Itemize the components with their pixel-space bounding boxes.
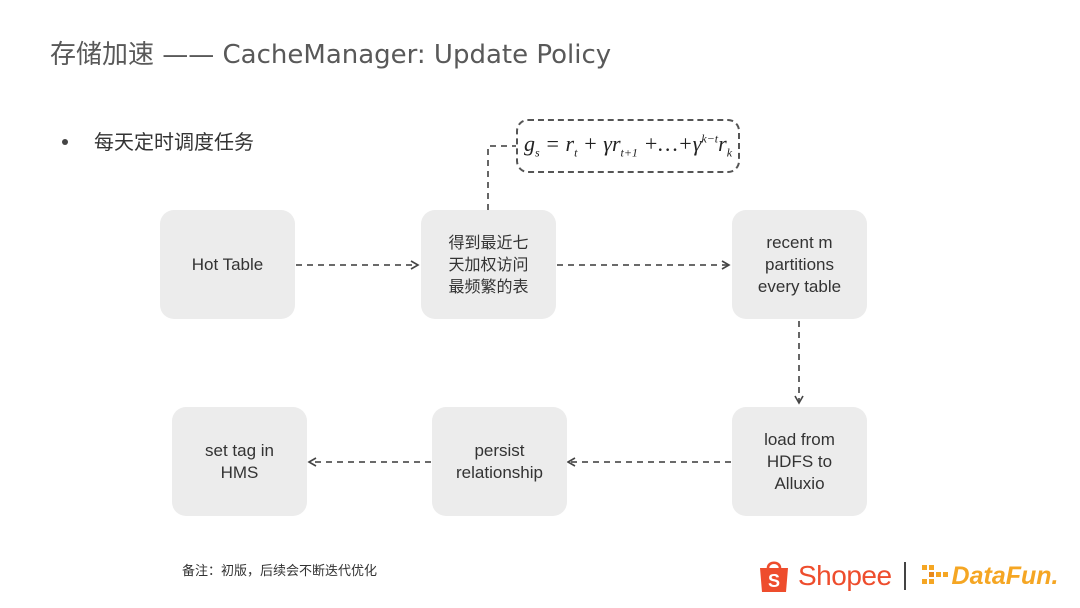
node-load-alluxio: load from HDFS to Alluxio xyxy=(732,407,867,516)
logo-bar: S Shopee DataFun. xyxy=(758,553,1059,599)
datafun-logo-text: DataFun. xyxy=(951,561,1059,590)
node-persist-relationship: persist relationship xyxy=(432,407,567,516)
node-hot-table: Hot Table xyxy=(160,210,295,319)
svg-text:S: S xyxy=(768,571,780,591)
formula-box: gs = rt + γrt+1 +…+γk−trk xyxy=(516,119,740,173)
logo-divider xyxy=(903,562,906,590)
shopee-bag-icon: S xyxy=(758,558,790,594)
node-recent-partitions: recent m partitions every table xyxy=(732,210,867,319)
bullet-dot xyxy=(62,138,68,145)
formula: gs = rt + γrt+1 +…+γk−trk xyxy=(523,131,733,160)
node-set-tag: set tag in HMS xyxy=(172,407,307,516)
bullet-text: 每天定时调度任务 xyxy=(94,130,254,154)
page-title: 存储加速 —— CacheManager: Update Policy xyxy=(50,40,612,70)
node-weighted-tables: 得到最近七 天加权访问 最频繁的表 xyxy=(421,210,556,319)
footnote: 备注：初版，后续会不断迭代优化 xyxy=(182,564,378,579)
shopee-logo-text: Shopee xyxy=(798,560,892,591)
datafun-mark-icon xyxy=(920,563,950,589)
formula-connector xyxy=(487,145,516,210)
bullet-item: 每天定时调度任务 xyxy=(62,126,254,155)
